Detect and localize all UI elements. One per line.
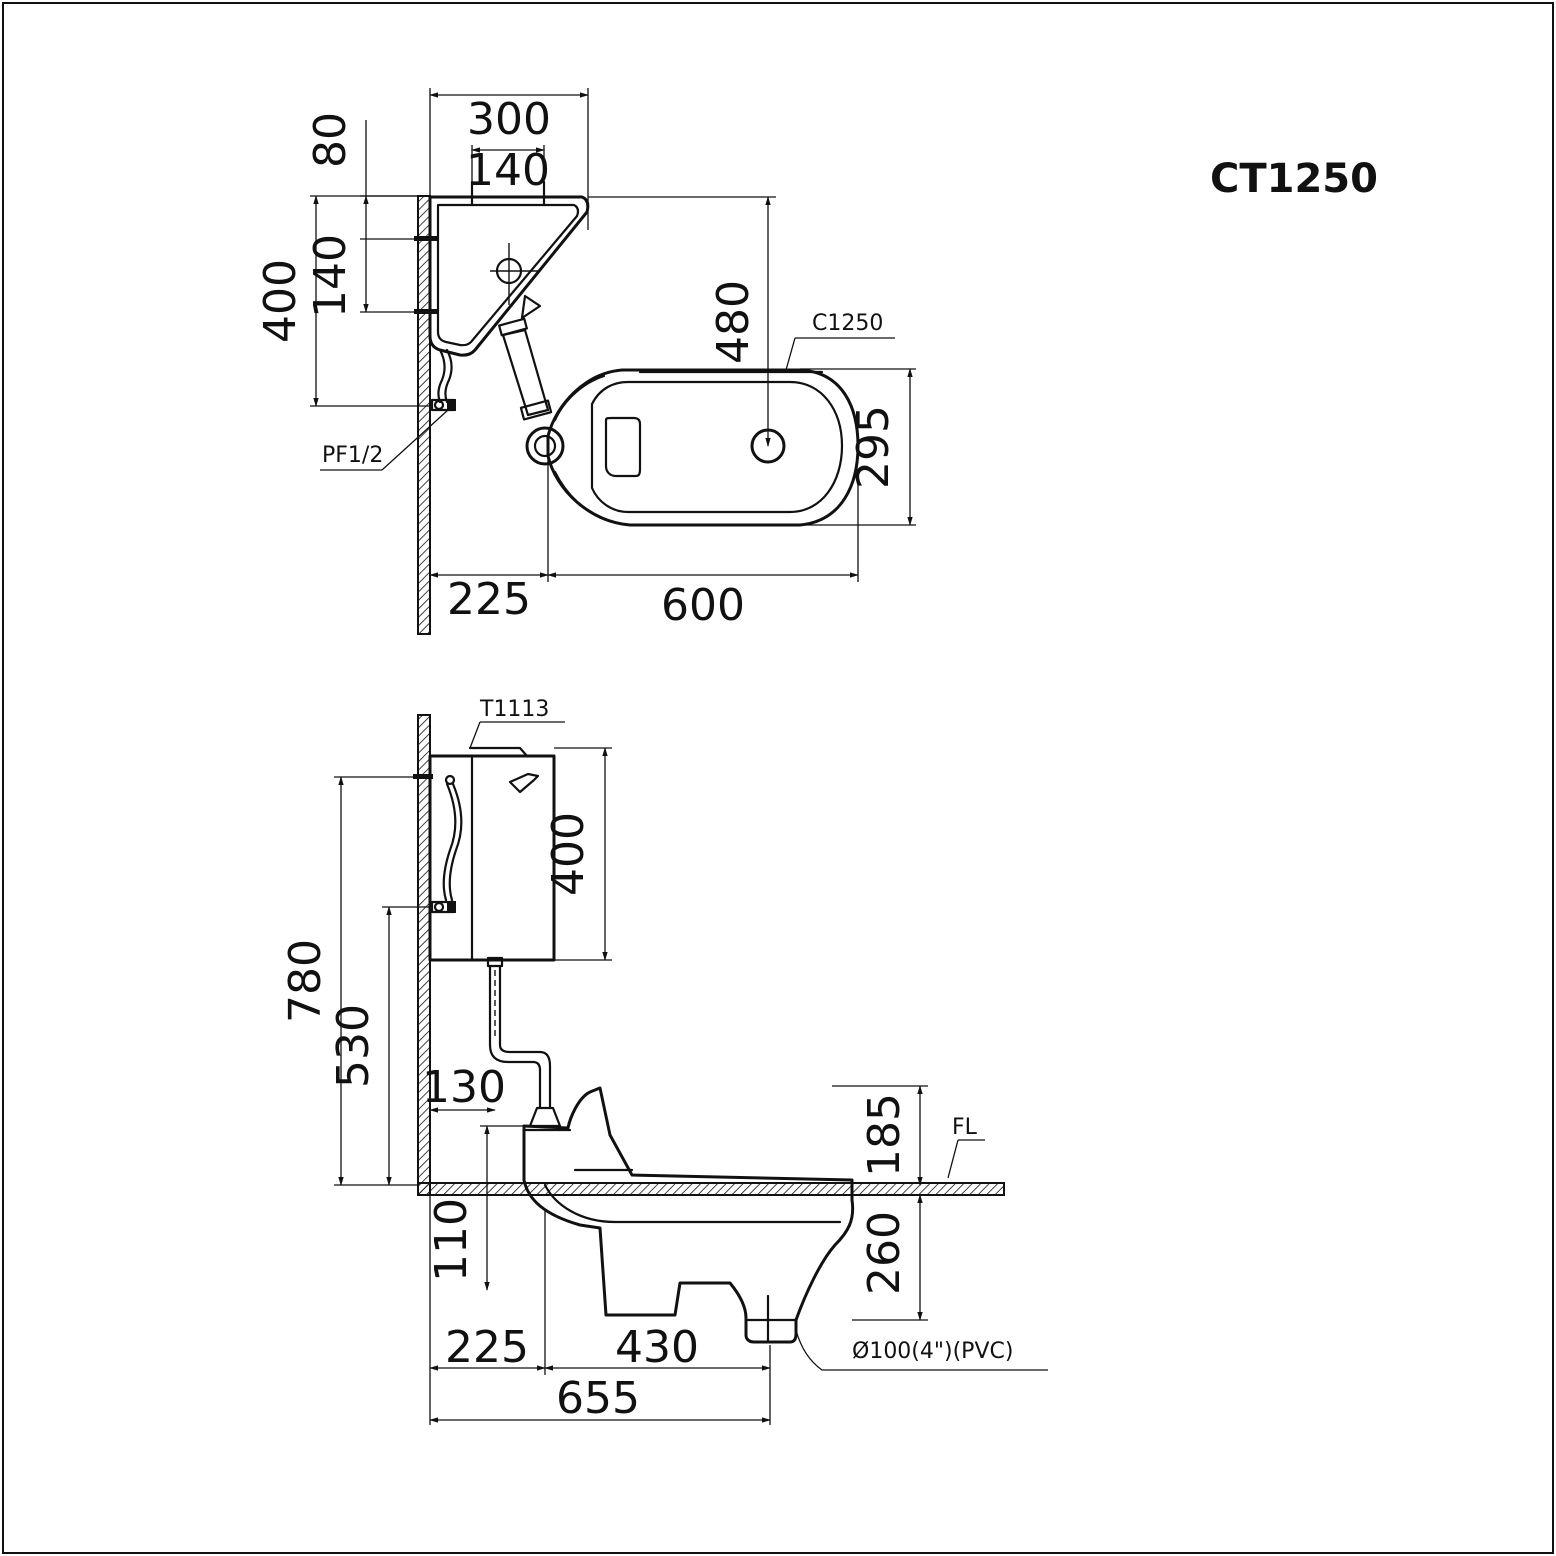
plan-tank-outline [428,195,590,357]
label-supply: PF1/2 [322,443,383,468]
dim-tank-top-height: 780 [280,939,331,1023]
dim-tank-to-outlet: 480 [708,280,759,364]
plan-dimensions: 300 140 80 140 400 480 [255,88,916,631]
label-drain: Ø100(4")(PVC) [852,1339,1013,1364]
label-floor: FL [952,1115,978,1140]
dim-bowl-length: 600 [661,580,745,631]
dim-tank-width: 300 [467,94,551,145]
plan-supply-pipe [430,348,456,412]
plan-wall [417,195,431,635]
side-floor [417,1182,1005,1196]
dim-supply-height: 530 [328,1004,379,1088]
dim-wall-to-flush: 225 [447,574,531,625]
side-pan [522,1086,855,1344]
dim-pipe-to-drain: 430 [615,1322,699,1373]
dim-below-floor: 260 [859,1211,910,1295]
dim-bracket-spacing: 140 [305,234,356,318]
plan-tank-centre [490,243,540,305]
side-dimensions: T1113 400 780 530 130 185 260 [280,697,1048,1425]
side-supply-tube [430,774,463,914]
dim-under-floor-pipe: 110 [426,1198,477,1282]
label-tank-model: T1113 [479,697,549,722]
dim-tank-height: 400 [543,812,594,896]
plan-flush-pipe [498,294,565,466]
dim-above-floor: 185 [859,1093,910,1177]
plan-view: 300 140 80 140 400 480 [255,88,916,635]
plan-bowl [546,368,860,527]
dim-wall-to-pipe: 225 [445,1322,529,1373]
plan-bracket-bottom [414,309,438,314]
label-bowl-model: C1250 [812,311,883,336]
side-view: T1113 400 780 530 130 185 260 [280,697,1048,1425]
side-wall [417,714,431,1196]
dim-bowl-width: 295 [848,405,899,489]
dim-inlet-spacing: 140 [466,145,550,196]
plan-tank-inner [436,203,580,347]
side-tank [413,746,556,962]
dim-tank-depth: 400 [255,259,306,343]
side-flush-pipe [486,956,562,1128]
dim-wall-to-drain: 655 [556,1373,640,1424]
dim-top-offset: 80 [305,112,356,168]
plan-bracket-top [414,236,438,241]
dim-pipe-offset: 130 [422,1062,506,1113]
model-title: CT1250 [1210,156,1378,202]
